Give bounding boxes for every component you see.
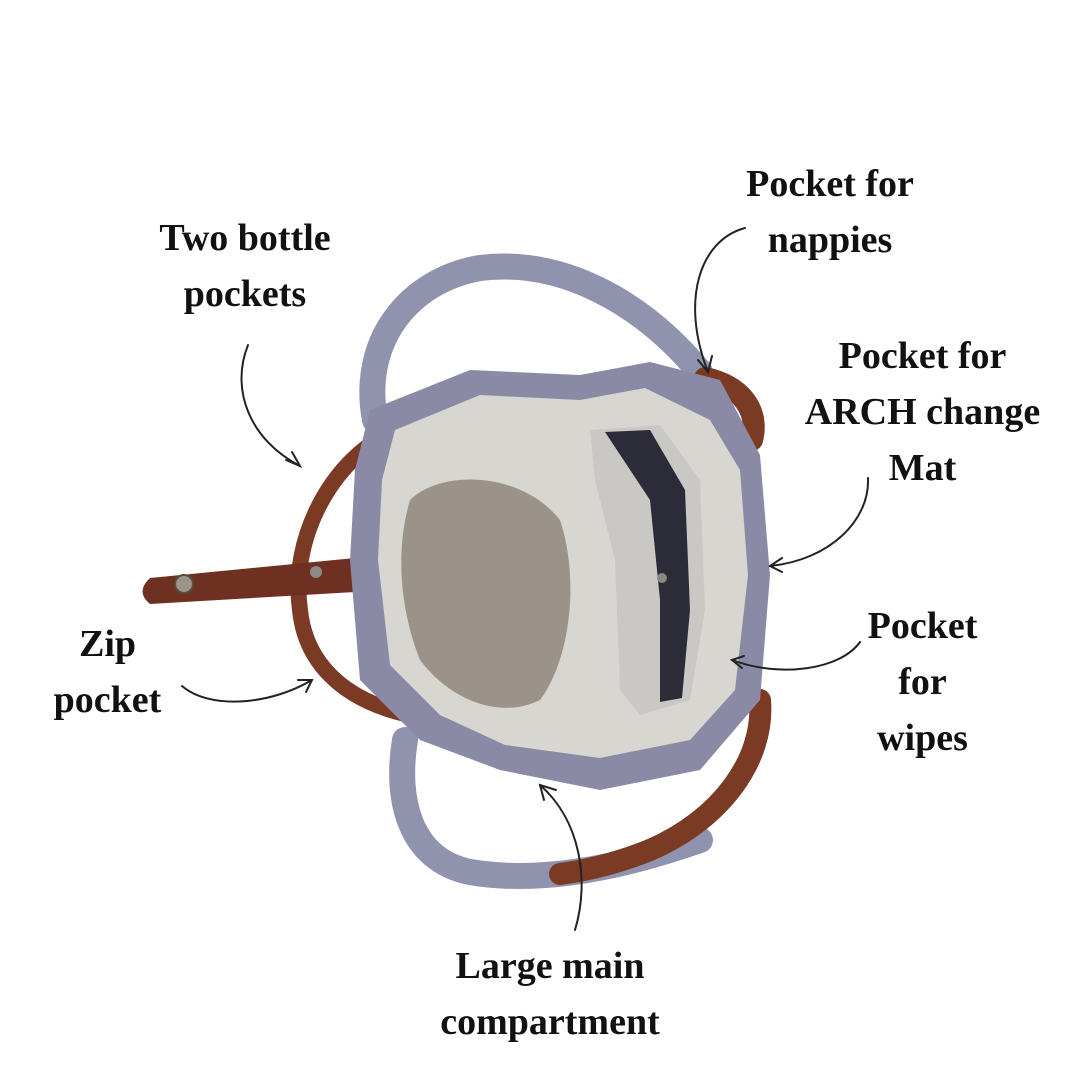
rivet xyxy=(310,566,322,578)
label-nappies-line-1: Pocket for xyxy=(746,163,914,205)
arrowhead-nappies xyxy=(697,355,713,375)
label-zip-line-1: Zip xyxy=(78,623,137,665)
arrow-main xyxy=(539,784,583,931)
label-bottles-line-1: Two bottle xyxy=(159,217,331,259)
label-main-line-1: Large main xyxy=(455,945,645,987)
arrowhead-bottles xyxy=(285,451,303,469)
change-mat xyxy=(605,430,690,702)
label-bottles: Two bottle pockets xyxy=(140,210,350,322)
label-wipes: Pocket for wipes xyxy=(855,598,990,766)
snap-button xyxy=(174,574,194,594)
leather-tab xyxy=(142,558,355,604)
label-wipes-line-3: wipes xyxy=(877,717,968,759)
pocket-rivet xyxy=(657,573,667,583)
interior-shadow xyxy=(401,479,571,708)
arrow-bottles xyxy=(240,344,301,467)
label-bottles-line-2: pockets xyxy=(183,273,307,315)
label-zip-line-2: pocket xyxy=(53,679,162,721)
label-mat-line-3: Mat xyxy=(888,447,957,489)
top-canvas-strap xyxy=(359,253,713,433)
label-mat: Pocket for ARCH change Mat xyxy=(790,328,1055,496)
arrowhead-zip xyxy=(297,679,314,693)
left-leather-strap xyxy=(290,422,418,723)
label-main: Large main compartment xyxy=(420,938,680,1050)
label-main-line-2: compartment xyxy=(440,1001,660,1043)
label-nappies: Pocket for nappies xyxy=(720,156,940,268)
arrowhead-wipes xyxy=(729,655,745,669)
label-zip: Zip pocket xyxy=(40,616,175,728)
label-mat-line-1: Pocket for xyxy=(838,335,1007,377)
label-wipes-line-1: Pocket xyxy=(867,605,978,647)
arrowhead-main xyxy=(538,783,557,801)
arrow-zip xyxy=(181,679,313,703)
label-mat-line-2: ARCH change xyxy=(804,391,1041,433)
label-nappies-line-2: nappies xyxy=(767,219,893,261)
arrow-mat xyxy=(769,477,870,567)
arrow-nappies xyxy=(694,227,746,373)
arrowhead-mat xyxy=(768,557,783,573)
label-wipes-line-2: for xyxy=(898,661,947,703)
right-lower-leather-strap xyxy=(549,689,772,885)
arrow-wipes xyxy=(731,641,861,671)
